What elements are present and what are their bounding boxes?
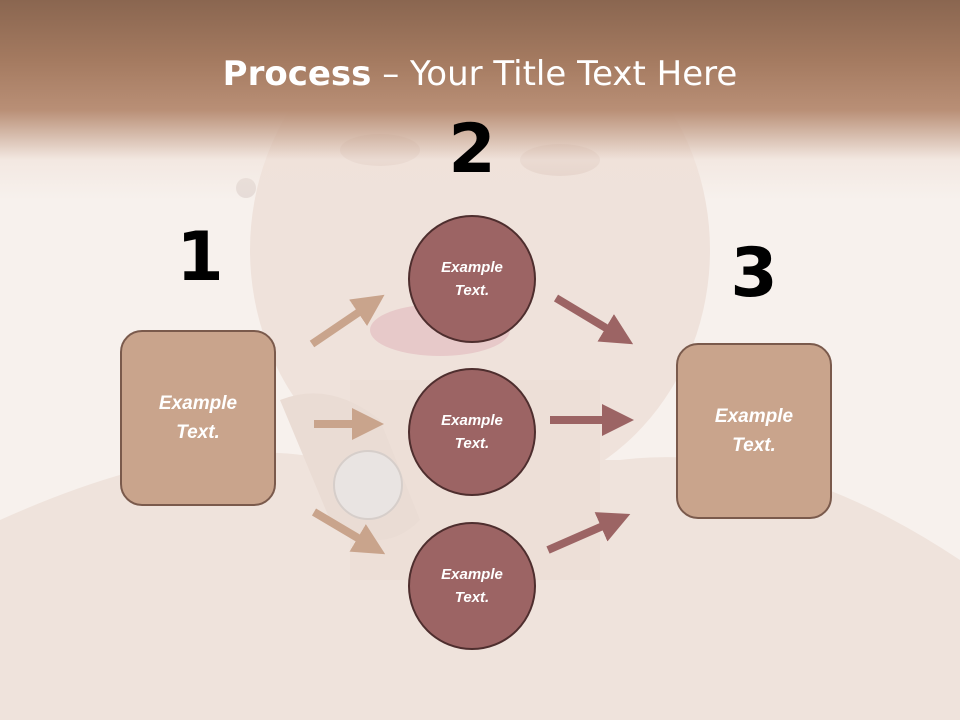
- left-box: Example Text.: [120, 330, 276, 506]
- title-bold: Process: [222, 54, 372, 94]
- circle-3-line2: Text.: [454, 589, 490, 606]
- step-number-3: 3: [730, 234, 778, 313]
- circle-2-line2: Text.: [454, 435, 490, 452]
- arrow-to-circle-3: [311, 508, 386, 555]
- title-separator: –: [371, 54, 411, 94]
- left-box-line1: Example: [158, 393, 238, 414]
- arrow-from-circle-1: [553, 294, 634, 345]
- arrow-from-circle-3: [546, 512, 631, 554]
- right-box: Example Text.: [676, 343, 832, 519]
- circle-2-line1: Example: [441, 412, 503, 429]
- step-number-2: 2: [448, 110, 496, 189]
- arrow-to-circle-1: [309, 294, 385, 348]
- header-band: [0, 0, 960, 200]
- circle-1-line2: Text.: [454, 282, 490, 299]
- circle-3: Example Text.: [408, 522, 536, 650]
- circle-2: Example Text.: [408, 368, 536, 496]
- circle-1: Example Text.: [408, 215, 536, 343]
- circle-1-line1: Example: [441, 259, 503, 276]
- right-box-line2: Text.: [732, 435, 776, 456]
- left-box-line2: Text.: [176, 422, 220, 443]
- circle-3-line1: Example: [441, 566, 503, 583]
- right-box-line1: Example: [714, 406, 794, 427]
- step-number-1: 1: [176, 218, 224, 297]
- slide-title: Process – Your Title Text Here: [0, 52, 960, 96]
- title-rest: Your Title Text Here: [410, 54, 738, 94]
